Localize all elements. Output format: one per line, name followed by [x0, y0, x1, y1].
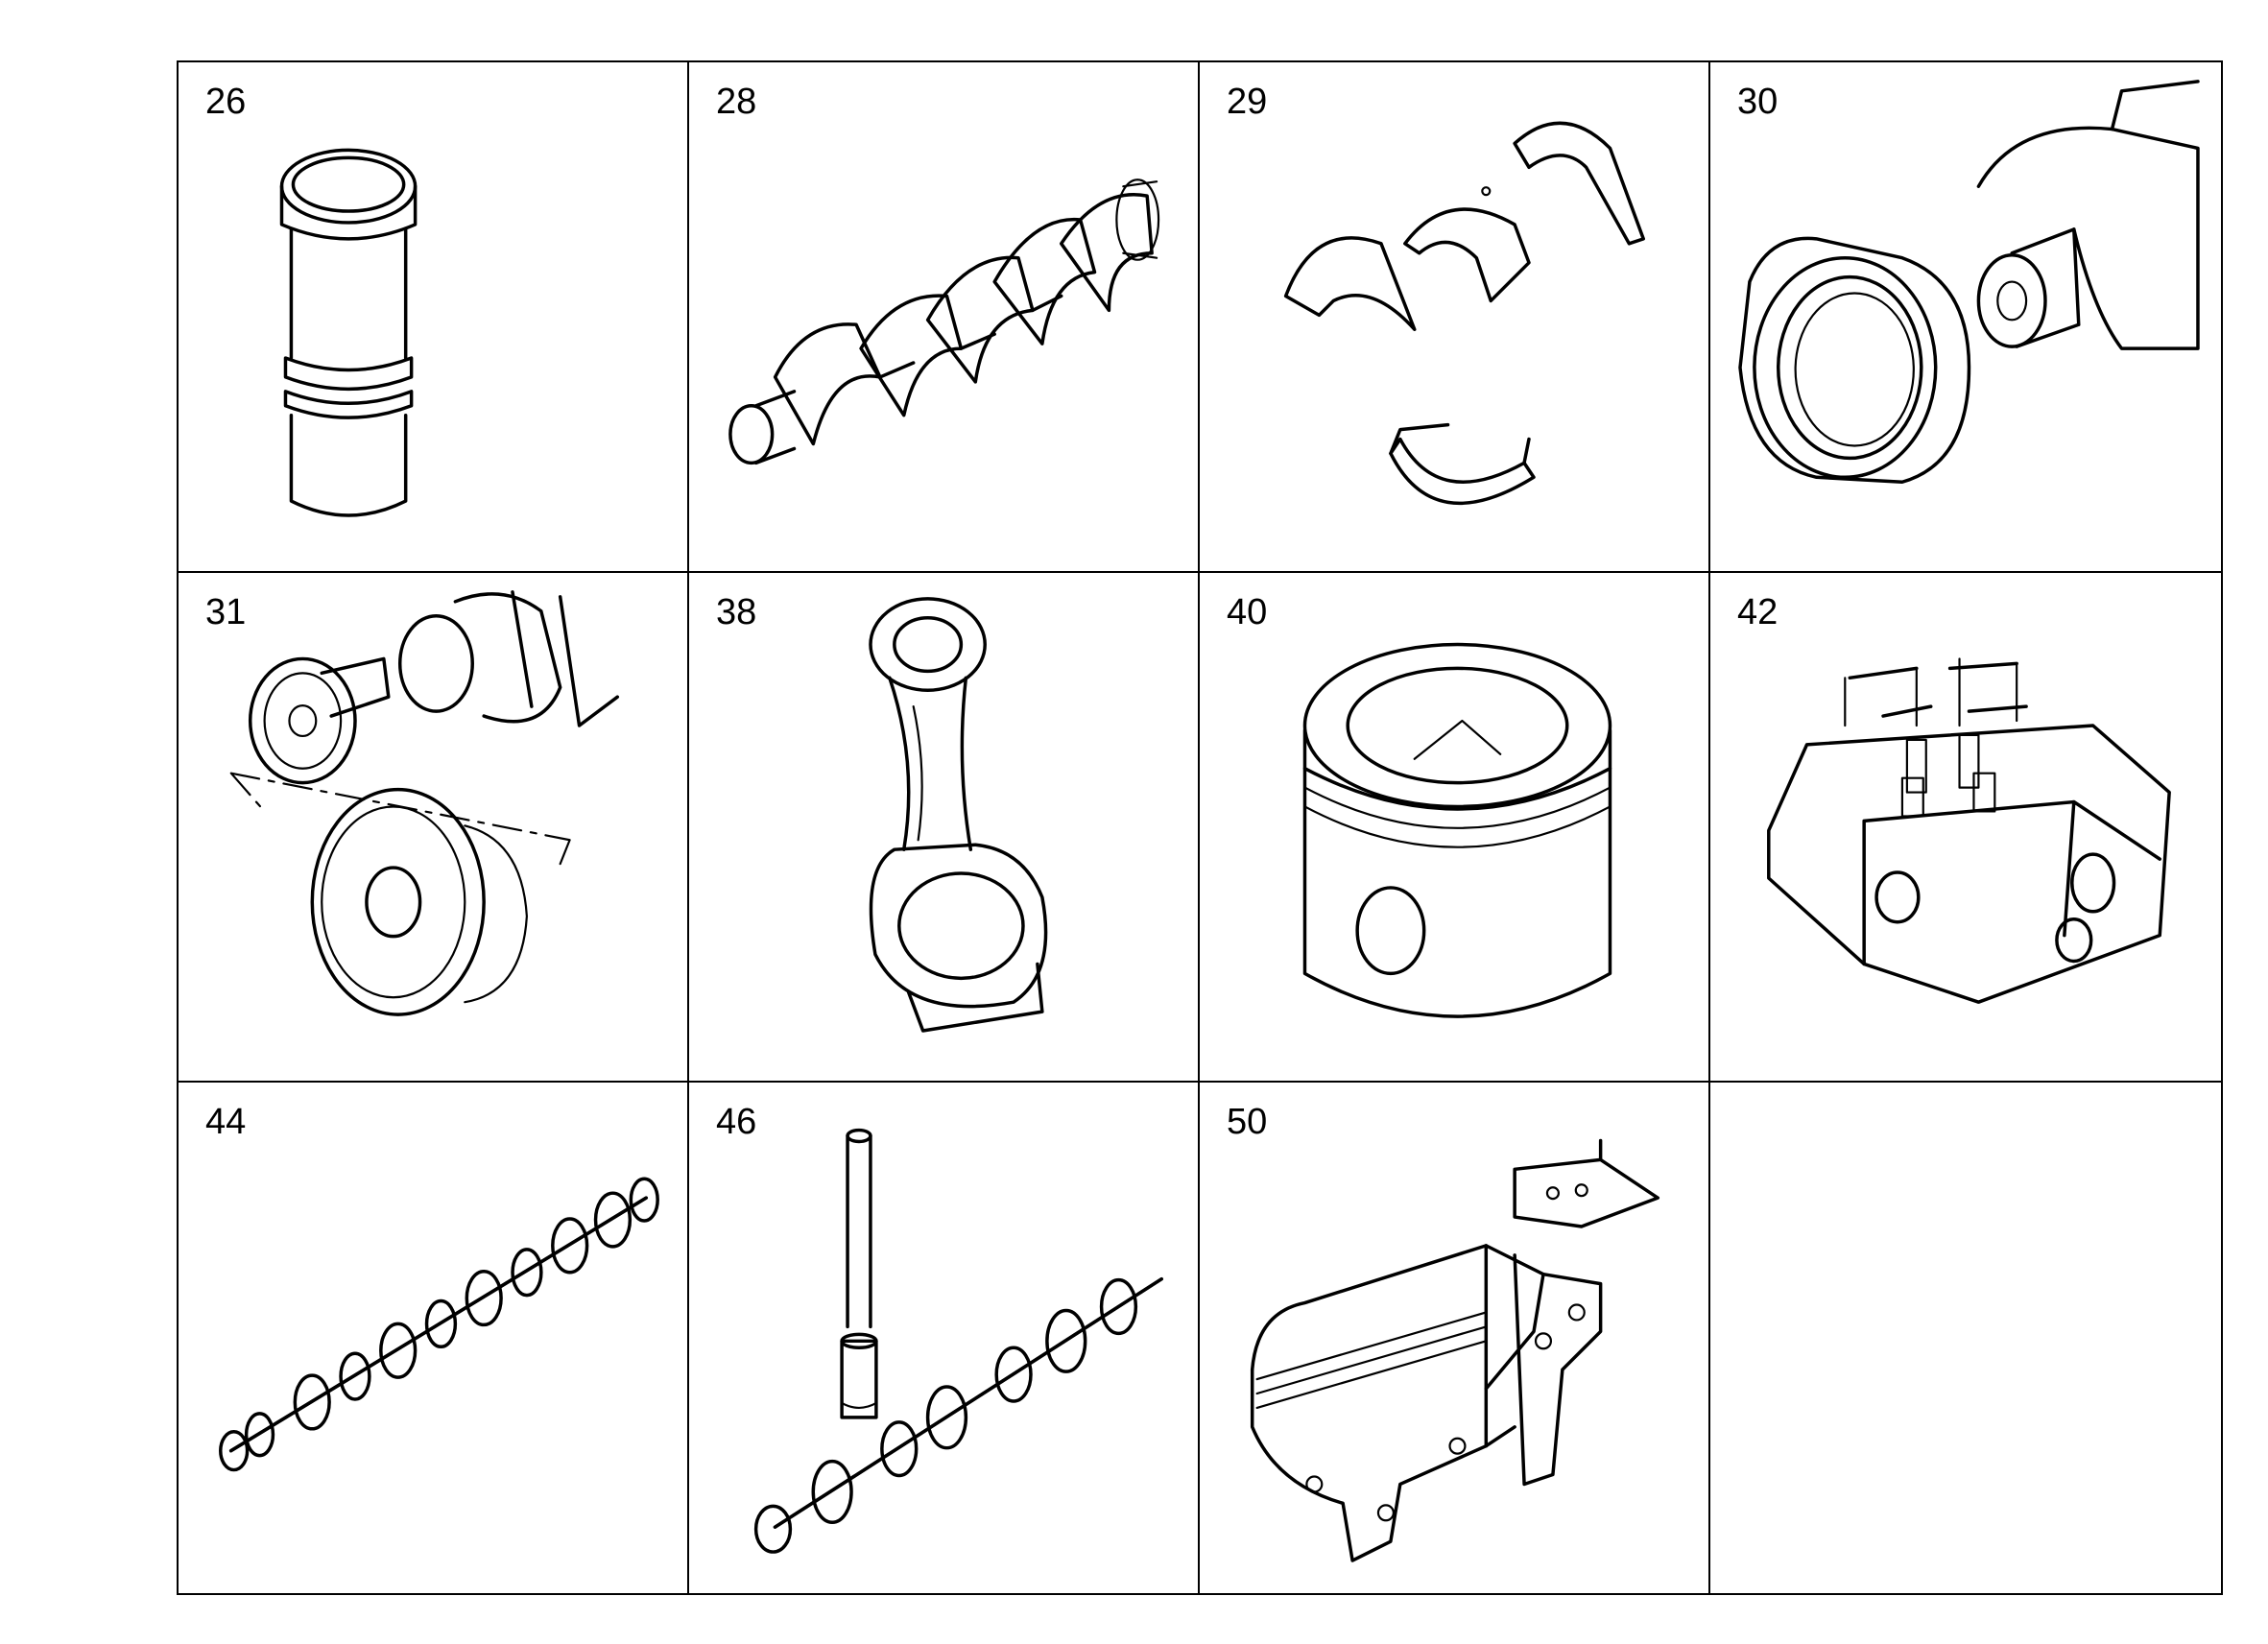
- part-number: 46: [716, 1102, 757, 1143]
- part-cell-44[interactable]: 44: [179, 1083, 689, 1593]
- part-cell-50[interactable]: 50: [1200, 1083, 1710, 1593]
- crankshaft-seal-housing-icon: [1738, 80, 2200, 484]
- crankshaft-icon: [728, 179, 1160, 465]
- connecting-rod-icon: [869, 596, 1048, 1033]
- part-number: 50: [1227, 1102, 1268, 1143]
- part-cell-29[interactable]: 29: [1200, 62, 1710, 573]
- oil-cooler-icon: [1250, 1139, 1660, 1563]
- part-cell-42[interactable]: 42: [1710, 573, 2221, 1084]
- part-cell-26[interactable]: 26: [179, 62, 689, 573]
- part-number: 42: [1737, 591, 1779, 632]
- part-number: 38: [716, 591, 757, 632]
- camshaft-icon: [219, 1177, 659, 1472]
- part-cell-46[interactable]: 46: [689, 1083, 1200, 1593]
- crankshaft-gear-pulley-icon: [229, 589, 620, 1016]
- part-number: 40: [1227, 591, 1268, 632]
- cylinder-head-icon: [1767, 657, 2171, 1004]
- bearing-shells-icon: [1283, 121, 1645, 506]
- part-number: 26: [205, 82, 247, 122]
- part-cell-40[interactable]: 40: [1200, 572, 1710, 1084]
- part-number: 44: [205, 1102, 247, 1143]
- empty-cell: [1710, 1083, 2221, 1593]
- cylinder-liner-icon: [279, 148, 418, 517]
- part-number: 30: [1737, 82, 1779, 122]
- part-number: 29: [1227, 82, 1268, 122]
- part-number: 31: [205, 591, 247, 632]
- part-cell-28[interactable]: 28: [689, 62, 1200, 573]
- part-cell-38[interactable]: 38: [689, 572, 1200, 1084]
- camshaft-pushrod-tappet-icon: [753, 1129, 1163, 1555]
- part-cell-30[interactable]: 30: [1710, 62, 2221, 573]
- parts-grid: 26 28 29: [177, 60, 2223, 1595]
- part-cell-31[interactable]: 31: [179, 572, 689, 1084]
- piston-icon: [1302, 642, 1612, 1018]
- part-number: 28: [716, 82, 757, 122]
